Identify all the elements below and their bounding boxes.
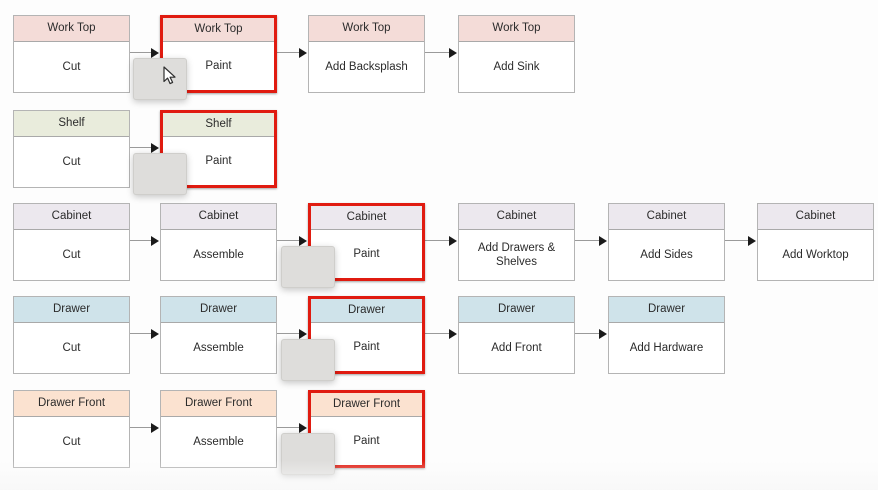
node-header: Drawer Front — [311, 393, 422, 417]
arrowhead-icon — [299, 423, 307, 433]
node-header: Cabinet — [758, 204, 873, 230]
arrowhead-icon — [151, 329, 159, 339]
node-label: Add Drawers & Shelves — [459, 230, 574, 280]
node-header: Work Top — [459, 16, 574, 42]
drag-ghost-handle[interactable] — [281, 246, 335, 288]
connector-arrow — [425, 240, 450, 241]
arrowhead-icon — [151, 423, 159, 433]
node-label: Add Hardware — [609, 323, 724, 373]
connector-arrow — [425, 52, 450, 53]
arrowhead-icon — [299, 236, 307, 246]
node-header: Drawer — [609, 297, 724, 323]
node-label: Cut — [14, 137, 129, 187]
arrowhead-icon — [449, 236, 457, 246]
node-label: Add Sides — [609, 230, 724, 280]
node-header: Cabinet — [609, 204, 724, 230]
node-label: Add Backsplash — [309, 42, 424, 92]
connector-arrow — [130, 147, 152, 148]
connector-arrow — [277, 240, 300, 241]
arrowhead-icon — [449, 329, 457, 339]
node-header: Cabinet — [161, 204, 276, 230]
node-label: Assemble — [161, 417, 276, 467]
drag-ghost-handle[interactable] — [281, 433, 335, 475]
connector-arrow — [130, 427, 152, 428]
node-header: Shelf — [163, 113, 274, 137]
arrowhead-icon — [599, 236, 607, 246]
node-header: Drawer — [14, 297, 129, 323]
node-label: Cut — [14, 417, 129, 467]
connector-arrow — [725, 240, 749, 241]
node-label: Add Front — [459, 323, 574, 373]
node-label: Cut — [14, 323, 129, 373]
node-label: Add Worktop — [758, 230, 873, 280]
connector-arrow — [575, 240, 600, 241]
connector-arrow — [277, 52, 300, 53]
connector-arrow — [575, 333, 600, 334]
arrowhead-icon — [748, 236, 756, 246]
arrowhead-icon — [151, 236, 159, 246]
arrowhead-icon — [299, 48, 307, 58]
connector-arrow — [277, 427, 300, 428]
drag-ghost-handle[interactable] — [281, 339, 335, 381]
arrowhead-icon — [151, 48, 159, 58]
node-header: Drawer Front — [14, 391, 129, 417]
node-header: Work Top — [163, 18, 274, 42]
node-header: Drawer — [161, 297, 276, 323]
node-label: Assemble — [161, 230, 276, 280]
node-label: Add Sink — [459, 42, 574, 92]
node-header: Shelf — [14, 111, 129, 137]
node-header: Work Top — [309, 16, 424, 42]
drag-ghost-handle[interactable] — [133, 153, 187, 195]
node-header: Drawer — [459, 297, 574, 323]
node-header: Cabinet — [311, 206, 422, 230]
connector-arrow — [277, 333, 300, 334]
node-label: Assemble — [161, 323, 276, 373]
node-header: Work Top — [14, 16, 129, 42]
arrowhead-icon — [599, 329, 607, 339]
drag-ghost-handle[interactable] — [133, 58, 187, 100]
connector-arrow — [130, 52, 152, 53]
node-header: Drawer — [311, 299, 422, 323]
node-label: Cut — [14, 42, 129, 92]
arrowhead-icon — [299, 329, 307, 339]
node-header: Drawer Front — [161, 391, 276, 417]
node-header: Cabinet — [14, 204, 129, 230]
arrowhead-icon — [449, 48, 457, 58]
arrowhead-icon — [151, 143, 159, 153]
connector-arrow — [130, 333, 152, 334]
node-header: Cabinet — [459, 204, 574, 230]
connector-arrow — [425, 333, 450, 334]
connector-arrow — [130, 240, 152, 241]
node-label: Cut — [14, 230, 129, 280]
